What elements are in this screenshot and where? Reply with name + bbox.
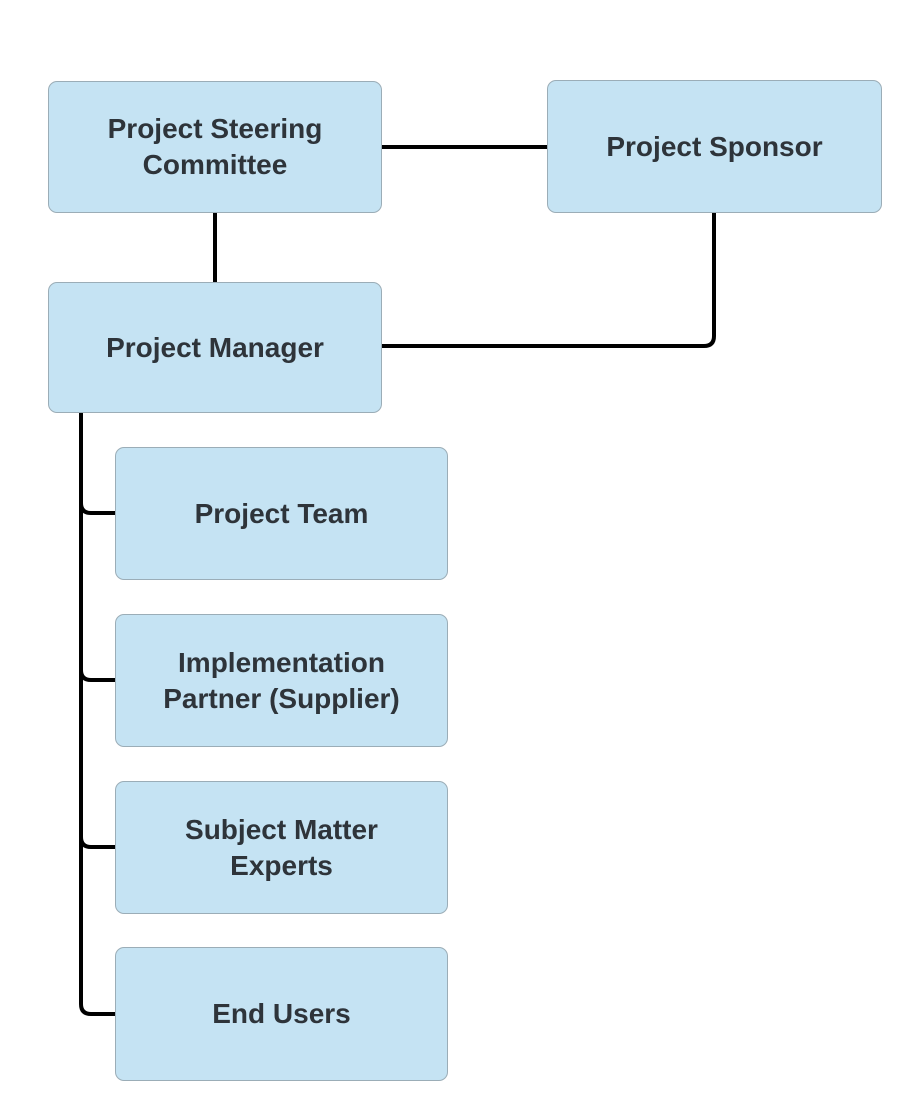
node-label-line: Committee (142, 149, 288, 180)
node-label-line: Project Manager (106, 331, 324, 363)
connector-sponsor-manager (380, 211, 716, 348)
node-label-line: Partner (Supplier) (163, 682, 400, 714)
node-label-line: Implementation (178, 646, 385, 678)
node-project-steering-committee: Project Steering Committee (48, 81, 382, 213)
node-subject-matter-experts: Subject Matter Experts (115, 781, 448, 914)
node-implementation-partner: Implementation Partner (Supplier) (115, 614, 448, 747)
node-label-line: Project Sponsor (606, 130, 823, 162)
node-label-line: Experts (230, 849, 333, 881)
connector-manager-endusers (79, 411, 117, 1016)
node-label-line: Project Team (194, 497, 369, 529)
node-label-line: Subject Matter (185, 813, 378, 845)
node-project-manager: Project Manager (48, 282, 382, 413)
connector-manager-sme (79, 411, 117, 849)
connector-manager-team (79, 411, 117, 515)
node-end-users: End Users (115, 947, 448, 1081)
node-project-sponsor: Project Sponsor (547, 80, 882, 213)
connector-manager-partner (79, 411, 117, 682)
node-project-team: Project Team (115, 447, 448, 580)
node-label-line: Project Steering (107, 113, 323, 144)
node-label-line: End Users (212, 998, 351, 1029)
